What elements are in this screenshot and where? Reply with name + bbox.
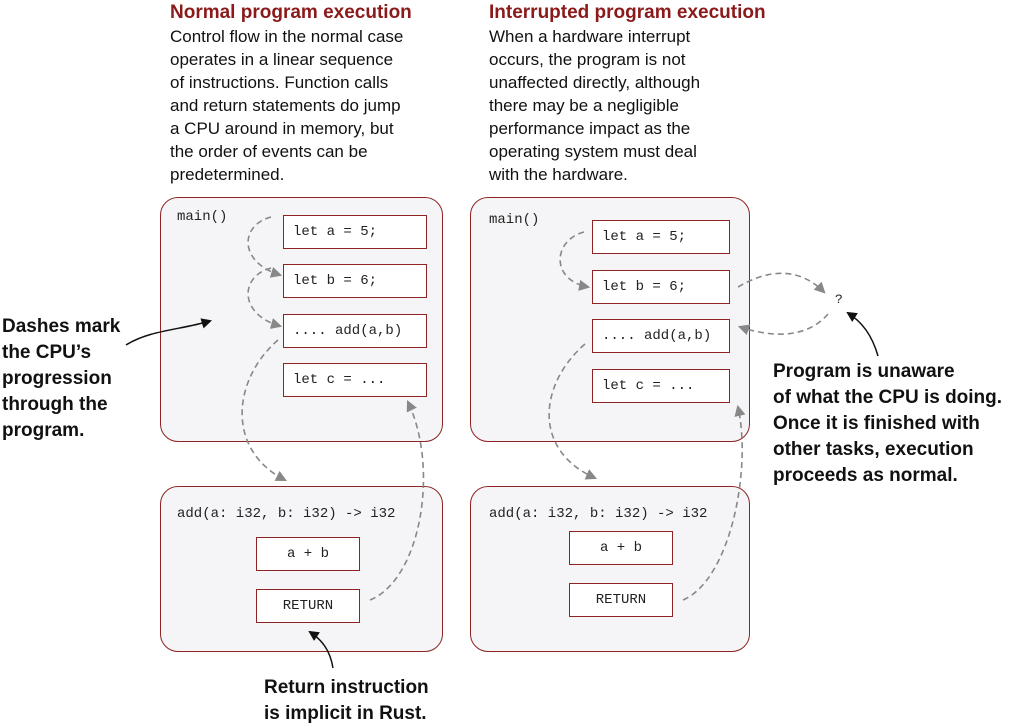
description-line: there may be a negligible <box>489 96 679 115</box>
flow-arrow-return-to-c <box>369 399 425 601</box>
normal-main-label: main() <box>177 209 228 225</box>
unaware-callout: Program is unaware of what the CPU is do… <box>773 359 1002 489</box>
callout-line: through the <box>2 394 108 415</box>
interrupted-execution-description: When a hardware interrupt occurs, the pr… <box>489 25 700 186</box>
callout-line: progression <box>2 368 112 389</box>
unknown-cpu-task-marker: ? <box>835 292 843 307</box>
description-line: with the hardware. <box>489 165 628 184</box>
interrupted-execution-title: Interrupted program execution <box>489 2 766 23</box>
description-line: unaffected directly, although <box>489 73 701 92</box>
flow-arrow-a-to-b <box>247 216 283 278</box>
normal-stmt-call-add: .... add(a,b) <box>283 314 427 348</box>
callout-line: proceeds as normal. <box>773 465 958 486</box>
callout-line: Once it is finished with <box>773 413 980 434</box>
flow-arrow-b-to-interrupt <box>737 272 826 294</box>
callout-pointer-unaware <box>846 311 879 357</box>
flow-arrow-return-to-c-interrupted <box>682 404 746 601</box>
callout-pointer-return <box>308 630 334 669</box>
description-line: a CPU around in memory, but <box>170 119 394 138</box>
interrupted-stmt-call-add: .... add(a,b) <box>592 319 730 353</box>
callout-line: of what the CPU is doing. <box>773 387 1003 408</box>
normal-fn-return: RETURN <box>256 589 360 623</box>
interrupted-fn-expression: a + b <box>569 531 673 565</box>
description-line: predetermined. <box>170 165 285 184</box>
flow-arrow-call-to-add-interrupted <box>548 343 598 480</box>
return-callout: Return instruction is implicit in Rust. <box>264 675 429 727</box>
description-line: performance impact as the <box>489 119 691 138</box>
flow-arrow-a-to-b-interrupted <box>559 231 591 291</box>
description-line: the order of events can be <box>170 142 368 161</box>
interrupted-stmt-let-a: let a = 5; <box>592 220 730 254</box>
description-line: Control flow in the normal case <box>170 27 404 46</box>
description-line: operates in a linear sequence <box>170 50 394 69</box>
interrupted-add-signature: add(a: i32, b: i32) -> i32 <box>489 506 708 522</box>
interrupted-add-frame <box>470 486 750 652</box>
description-line: occurs, the program is not <box>489 50 686 69</box>
normal-stmt-let-a: let a = 5; <box>283 215 427 249</box>
description-line: and return statements do jump <box>170 96 401 115</box>
interrupted-fn-return: RETURN <box>569 583 673 617</box>
interrupted-main-label: main() <box>489 212 540 228</box>
callout-line: is implicit in Rust. <box>264 703 427 724</box>
callout-pointer-dashes <box>125 318 213 346</box>
description-line: of instructions. Function calls <box>170 73 389 92</box>
interrupted-stmt-let-c: let c = ... <box>592 369 730 403</box>
flow-arrow-call-to-add <box>241 339 287 482</box>
flow-arrow-b-to-call <box>247 267 283 329</box>
normal-execution-description: Control flow in the normal case operates… <box>170 25 403 186</box>
callout-line: Return instruction <box>264 677 429 698</box>
normal-add-signature: add(a: i32, b: i32) -> i32 <box>177 506 396 522</box>
normal-execution-title: Normal program execution <box>170 2 412 23</box>
flow-arrow-interrupt-to-call <box>737 313 829 336</box>
normal-stmt-let-b: let b = 6; <box>283 264 427 298</box>
callout-line: Program is unaware <box>773 361 955 382</box>
callout-line: Dashes mark <box>2 316 121 337</box>
dashes-callout: Dashes mark the CPU’s progression throug… <box>2 314 120 444</box>
description-line: When a hardware interrupt <box>489 27 691 46</box>
callout-line: other tasks, execution <box>773 439 974 460</box>
normal-fn-expression: a + b <box>256 537 360 571</box>
description-line: operating system must deal <box>489 142 697 161</box>
callout-line: the CPU’s <box>2 342 92 363</box>
interrupted-stmt-let-b: let b = 6; <box>592 270 730 304</box>
normal-stmt-let-c: let c = ... <box>283 363 427 397</box>
callout-line: program. <box>2 420 85 441</box>
